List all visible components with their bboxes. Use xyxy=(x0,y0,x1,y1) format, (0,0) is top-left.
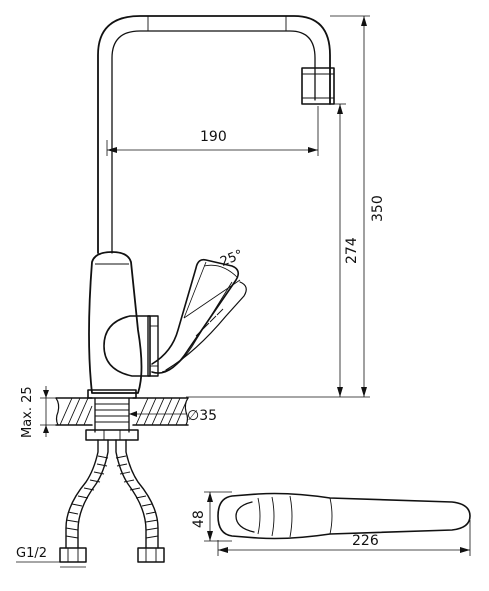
hose-fitting-left xyxy=(59,547,87,563)
faucet-side-view: 25° xyxy=(87,15,335,399)
lever-top-view: 48 226 xyxy=(191,491,471,556)
dimension-spout-height: 274 xyxy=(334,103,360,397)
cartridge-hub xyxy=(103,315,151,377)
lever-tilted-outline xyxy=(165,281,247,371)
spout-height-label: 274 xyxy=(344,237,360,264)
mounting-nut xyxy=(85,429,139,441)
spout-outline xyxy=(97,15,331,254)
hole-diameter-label: ∅35 xyxy=(187,408,217,424)
supply-hoses xyxy=(59,439,165,563)
base-ring xyxy=(87,389,137,399)
lever-angle-label: 25° xyxy=(218,247,245,270)
lever-angle-arc xyxy=(203,264,239,279)
lever-length-label: 226 xyxy=(352,533,379,549)
spout-inner-outline xyxy=(111,30,316,254)
lever-top-outline xyxy=(217,492,471,540)
dimension-hole-diameter: ∅35 xyxy=(129,408,217,424)
lever-depth-label: 48 xyxy=(191,510,207,528)
thread-label: G1/2 xyxy=(16,546,47,561)
dimension-thread: G1/2 xyxy=(16,546,86,568)
hose-fitting-right xyxy=(137,547,165,563)
reach-label: 190 xyxy=(200,129,227,145)
total-height-label: 350 xyxy=(370,195,386,222)
deck-thickness-label: Max. 25 xyxy=(20,386,35,438)
countertop-section xyxy=(55,397,189,441)
dimension-reach: 190 xyxy=(106,106,319,156)
dimension-deck-thickness: Max. 25 xyxy=(20,386,58,438)
dimension-total-height: 350 xyxy=(186,15,386,398)
faucet-body xyxy=(88,251,143,394)
